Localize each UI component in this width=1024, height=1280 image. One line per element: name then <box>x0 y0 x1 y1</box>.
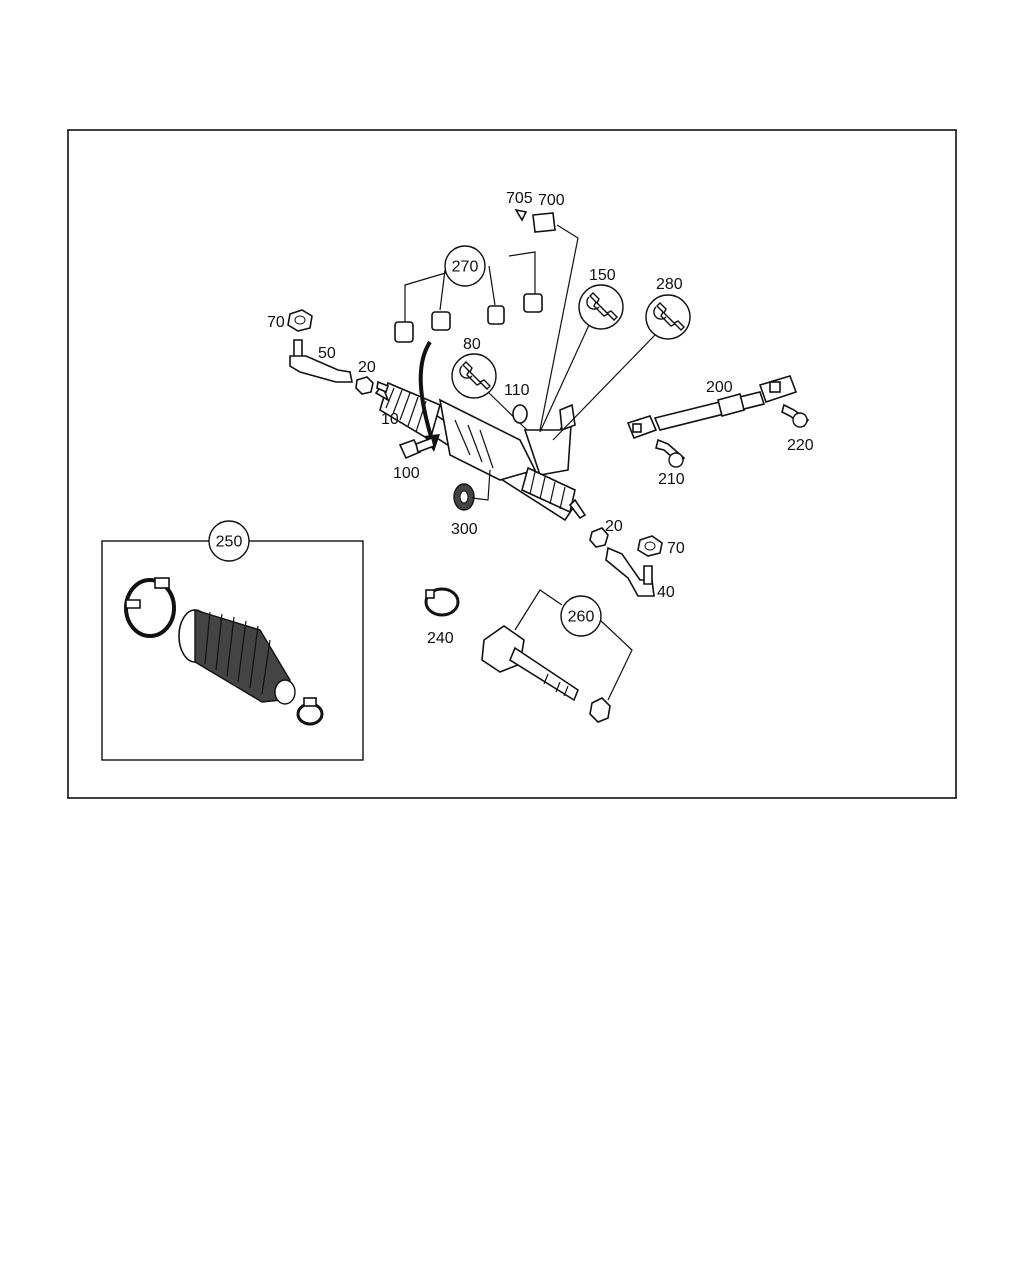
label-80: 80 <box>463 336 481 353</box>
label-70-left: 70 <box>267 314 285 331</box>
label-200: 200 <box>706 379 733 396</box>
label-220: 220 <box>787 437 814 454</box>
part-70-nut-left <box>287 309 313 332</box>
part-300-mount <box>453 469 491 511</box>
label-10: 10 <box>381 411 399 428</box>
part-70-nut-right <box>637 535 663 557</box>
part-700-705 <box>514 208 579 431</box>
part-100-bolt <box>398 436 435 460</box>
label-240: 240 <box>427 630 454 647</box>
assembly-arrow <box>418 340 434 441</box>
label-150: 150 <box>589 267 616 284</box>
part-250-boot-kit <box>124 520 324 726</box>
label-70-right: 70 <box>667 540 685 557</box>
wrench-icon <box>451 353 497 399</box>
label-40: 40 <box>657 584 675 601</box>
part-110-washer <box>512 404 528 424</box>
label-260: 260 <box>568 609 595 626</box>
label-270: 270 <box>452 259 479 276</box>
label-280: 280 <box>656 276 683 293</box>
wrench-icon <box>645 294 691 340</box>
label-50: 50 <box>318 345 336 362</box>
label-100: 100 <box>393 465 420 482</box>
part-260-inner-tie-rod <box>481 589 633 723</box>
label-20-right: 20 <box>605 518 623 535</box>
part-220-bolt <box>781 403 810 428</box>
label-110: 110 <box>504 382 530 399</box>
label-250: 250 <box>216 534 243 551</box>
label-705: 705 <box>506 190 533 207</box>
diagram-frame <box>67 129 957 799</box>
label-700: 700 <box>538 192 565 209</box>
part-20-nut-left <box>355 376 374 395</box>
part-20-nut-right <box>589 527 609 548</box>
part-50-tie-rod-end <box>289 339 353 383</box>
part-200-shaft <box>626 375 798 440</box>
steering-rack <box>374 381 587 522</box>
part-40-tie-rod-end <box>605 546 655 597</box>
part-240-clamp <box>424 587 460 617</box>
label-300: 300 <box>451 521 478 538</box>
label-210: 210 <box>658 471 685 488</box>
label-20-left: 20 <box>358 359 376 376</box>
wrench-icon <box>578 284 624 330</box>
part-210-bolt <box>655 438 686 468</box>
part-10-stud <box>376 380 389 394</box>
part-270-bushings <box>394 245 543 343</box>
